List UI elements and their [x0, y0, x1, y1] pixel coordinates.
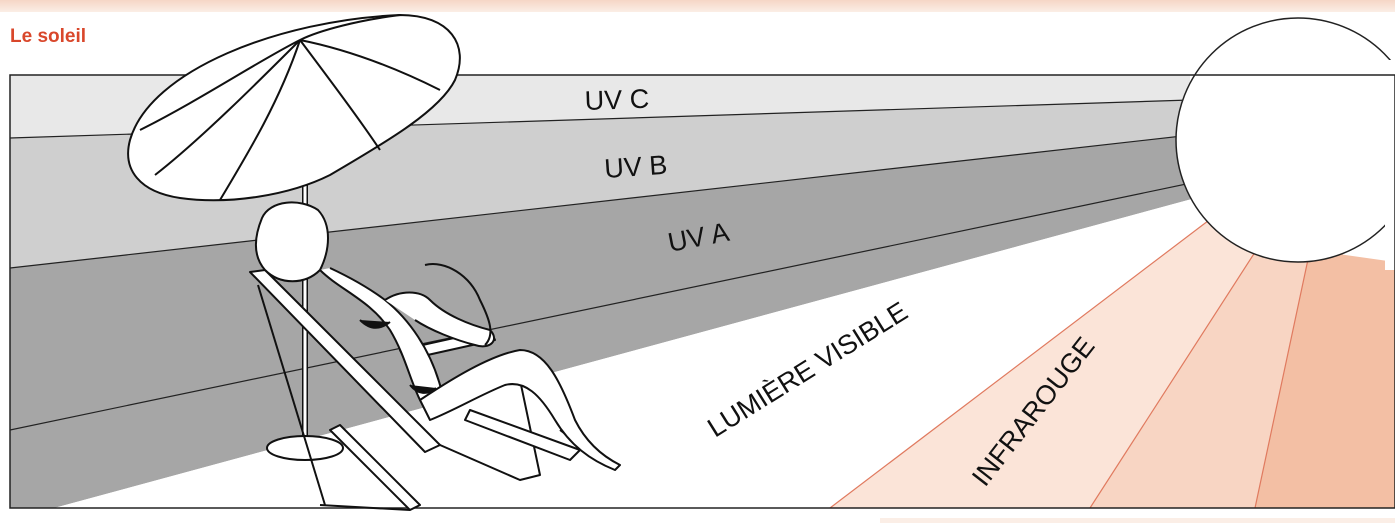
label-uvb: UV B — [603, 150, 668, 184]
sun-icon — [1175, 17, 1395, 263]
label-uvc: UV C — [584, 84, 650, 116]
illustration-frame — [9, 74, 1395, 509]
sunbather-icon — [255, 201, 621, 471]
band-infrared — [829, 207, 1395, 508]
bottom-rule — [880, 518, 1395, 523]
deck-chair-icon — [249, 269, 581, 511]
section-title: Le soleil — [10, 26, 87, 47]
top-rule — [0, 0, 1395, 12]
